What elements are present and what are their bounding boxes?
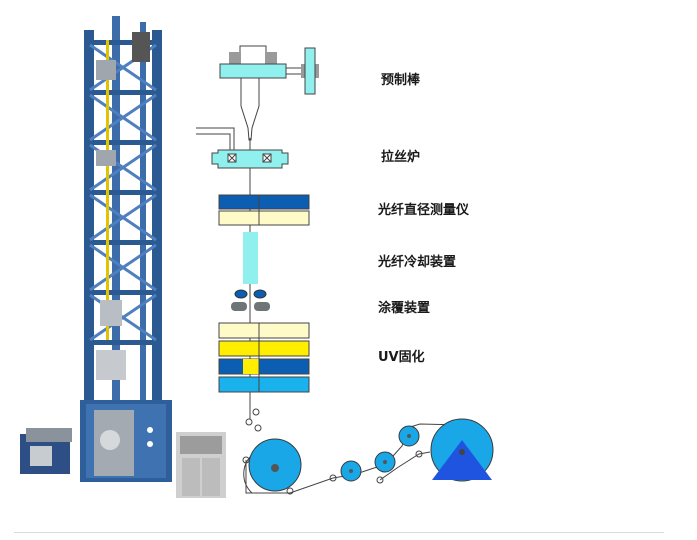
label-diameter-gauge: 光纤直径测量仪: [377, 202, 470, 218]
label-cooling: 光纤冷却装置: [377, 254, 456, 270]
label-preform: 预制棒: [381, 72, 421, 88]
uv-curing-stack: [218, 322, 310, 393]
diameter-gauge: [218, 194, 310, 226]
bottom-divider: [14, 532, 664, 533]
gas-inlet-lines: [196, 127, 235, 150]
label-furnace: 拉丝炉: [381, 149, 420, 165]
label-uv-curing: UV固化: [378, 349, 425, 365]
drawing-tower-illustration: [20, 16, 226, 498]
coating-applicators: [231, 289, 270, 311]
furnace-block: [211, 149, 289, 169]
cooling-tube: [243, 232, 258, 284]
preform-holder: [219, 45, 319, 95]
label-coating: 涂覆装置: [378, 300, 430, 316]
preform-rod: [240, 78, 260, 141]
take-up-system: [242, 408, 494, 495]
